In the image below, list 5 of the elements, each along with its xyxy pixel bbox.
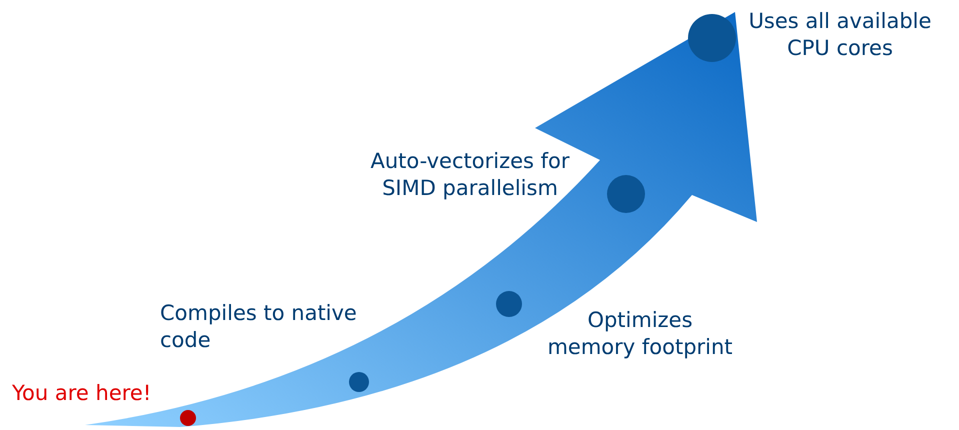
- milestone-label: Uses all available CPU cores: [748, 8, 932, 62]
- milestone-label: Auto-vectorizes for SIMD parallelism: [369, 148, 571, 202]
- milestone-label: You are here!: [12, 380, 152, 407]
- milestone-label: Compiles to native code: [160, 300, 358, 354]
- milestone-label: Optimizes memory footprint: [546, 307, 734, 361]
